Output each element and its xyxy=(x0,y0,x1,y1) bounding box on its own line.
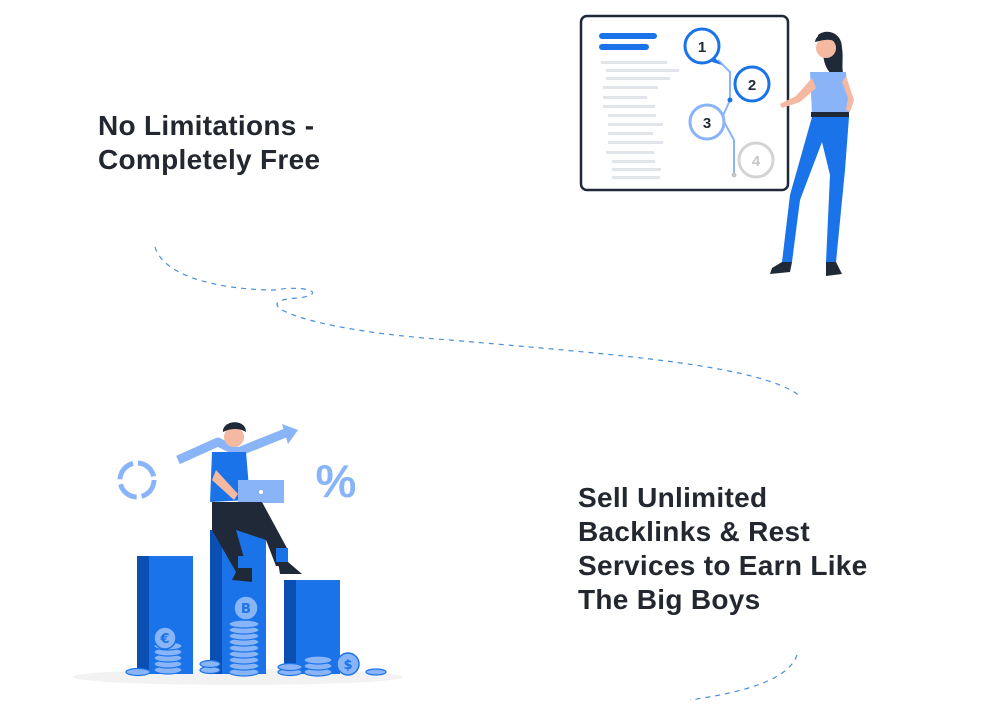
steps-board xyxy=(579,14,790,192)
step-label-3: 3 xyxy=(703,115,711,132)
trend-arrow-icon xyxy=(176,427,290,465)
coin-bitcoin-icon: B xyxy=(233,595,259,621)
feature-title-free: No Limitations - Completely Free xyxy=(98,110,321,175)
coin-stacks xyxy=(125,619,387,677)
percent-icon: % xyxy=(316,455,357,507)
step-label-1: 1 xyxy=(698,39,706,56)
feature-title-earn: Sell Unlimited Backlinks & Rest Services… xyxy=(578,482,868,615)
coin-euro-icon: € xyxy=(153,626,177,650)
svg-text:€: € xyxy=(159,632,169,647)
step-label-2: 2 xyxy=(748,77,756,94)
step-marker-1: 1 xyxy=(683,27,722,65)
step-marker-3: 3 xyxy=(688,103,726,141)
dashed-connector-bottom xyxy=(689,654,798,701)
step-marker-2: 2 xyxy=(733,65,771,103)
coin-dollar-icon: $ xyxy=(336,652,360,676)
donut-chart-icon xyxy=(117,460,157,500)
step-label-4: 4 xyxy=(752,153,761,170)
svg-text:B: B xyxy=(241,602,251,617)
dashed-connector-top xyxy=(154,246,801,397)
woman-figure xyxy=(770,31,854,276)
step-marker-4: 4 xyxy=(737,141,775,179)
man-figure xyxy=(210,422,302,582)
svg-text:$: $ xyxy=(343,658,352,673)
